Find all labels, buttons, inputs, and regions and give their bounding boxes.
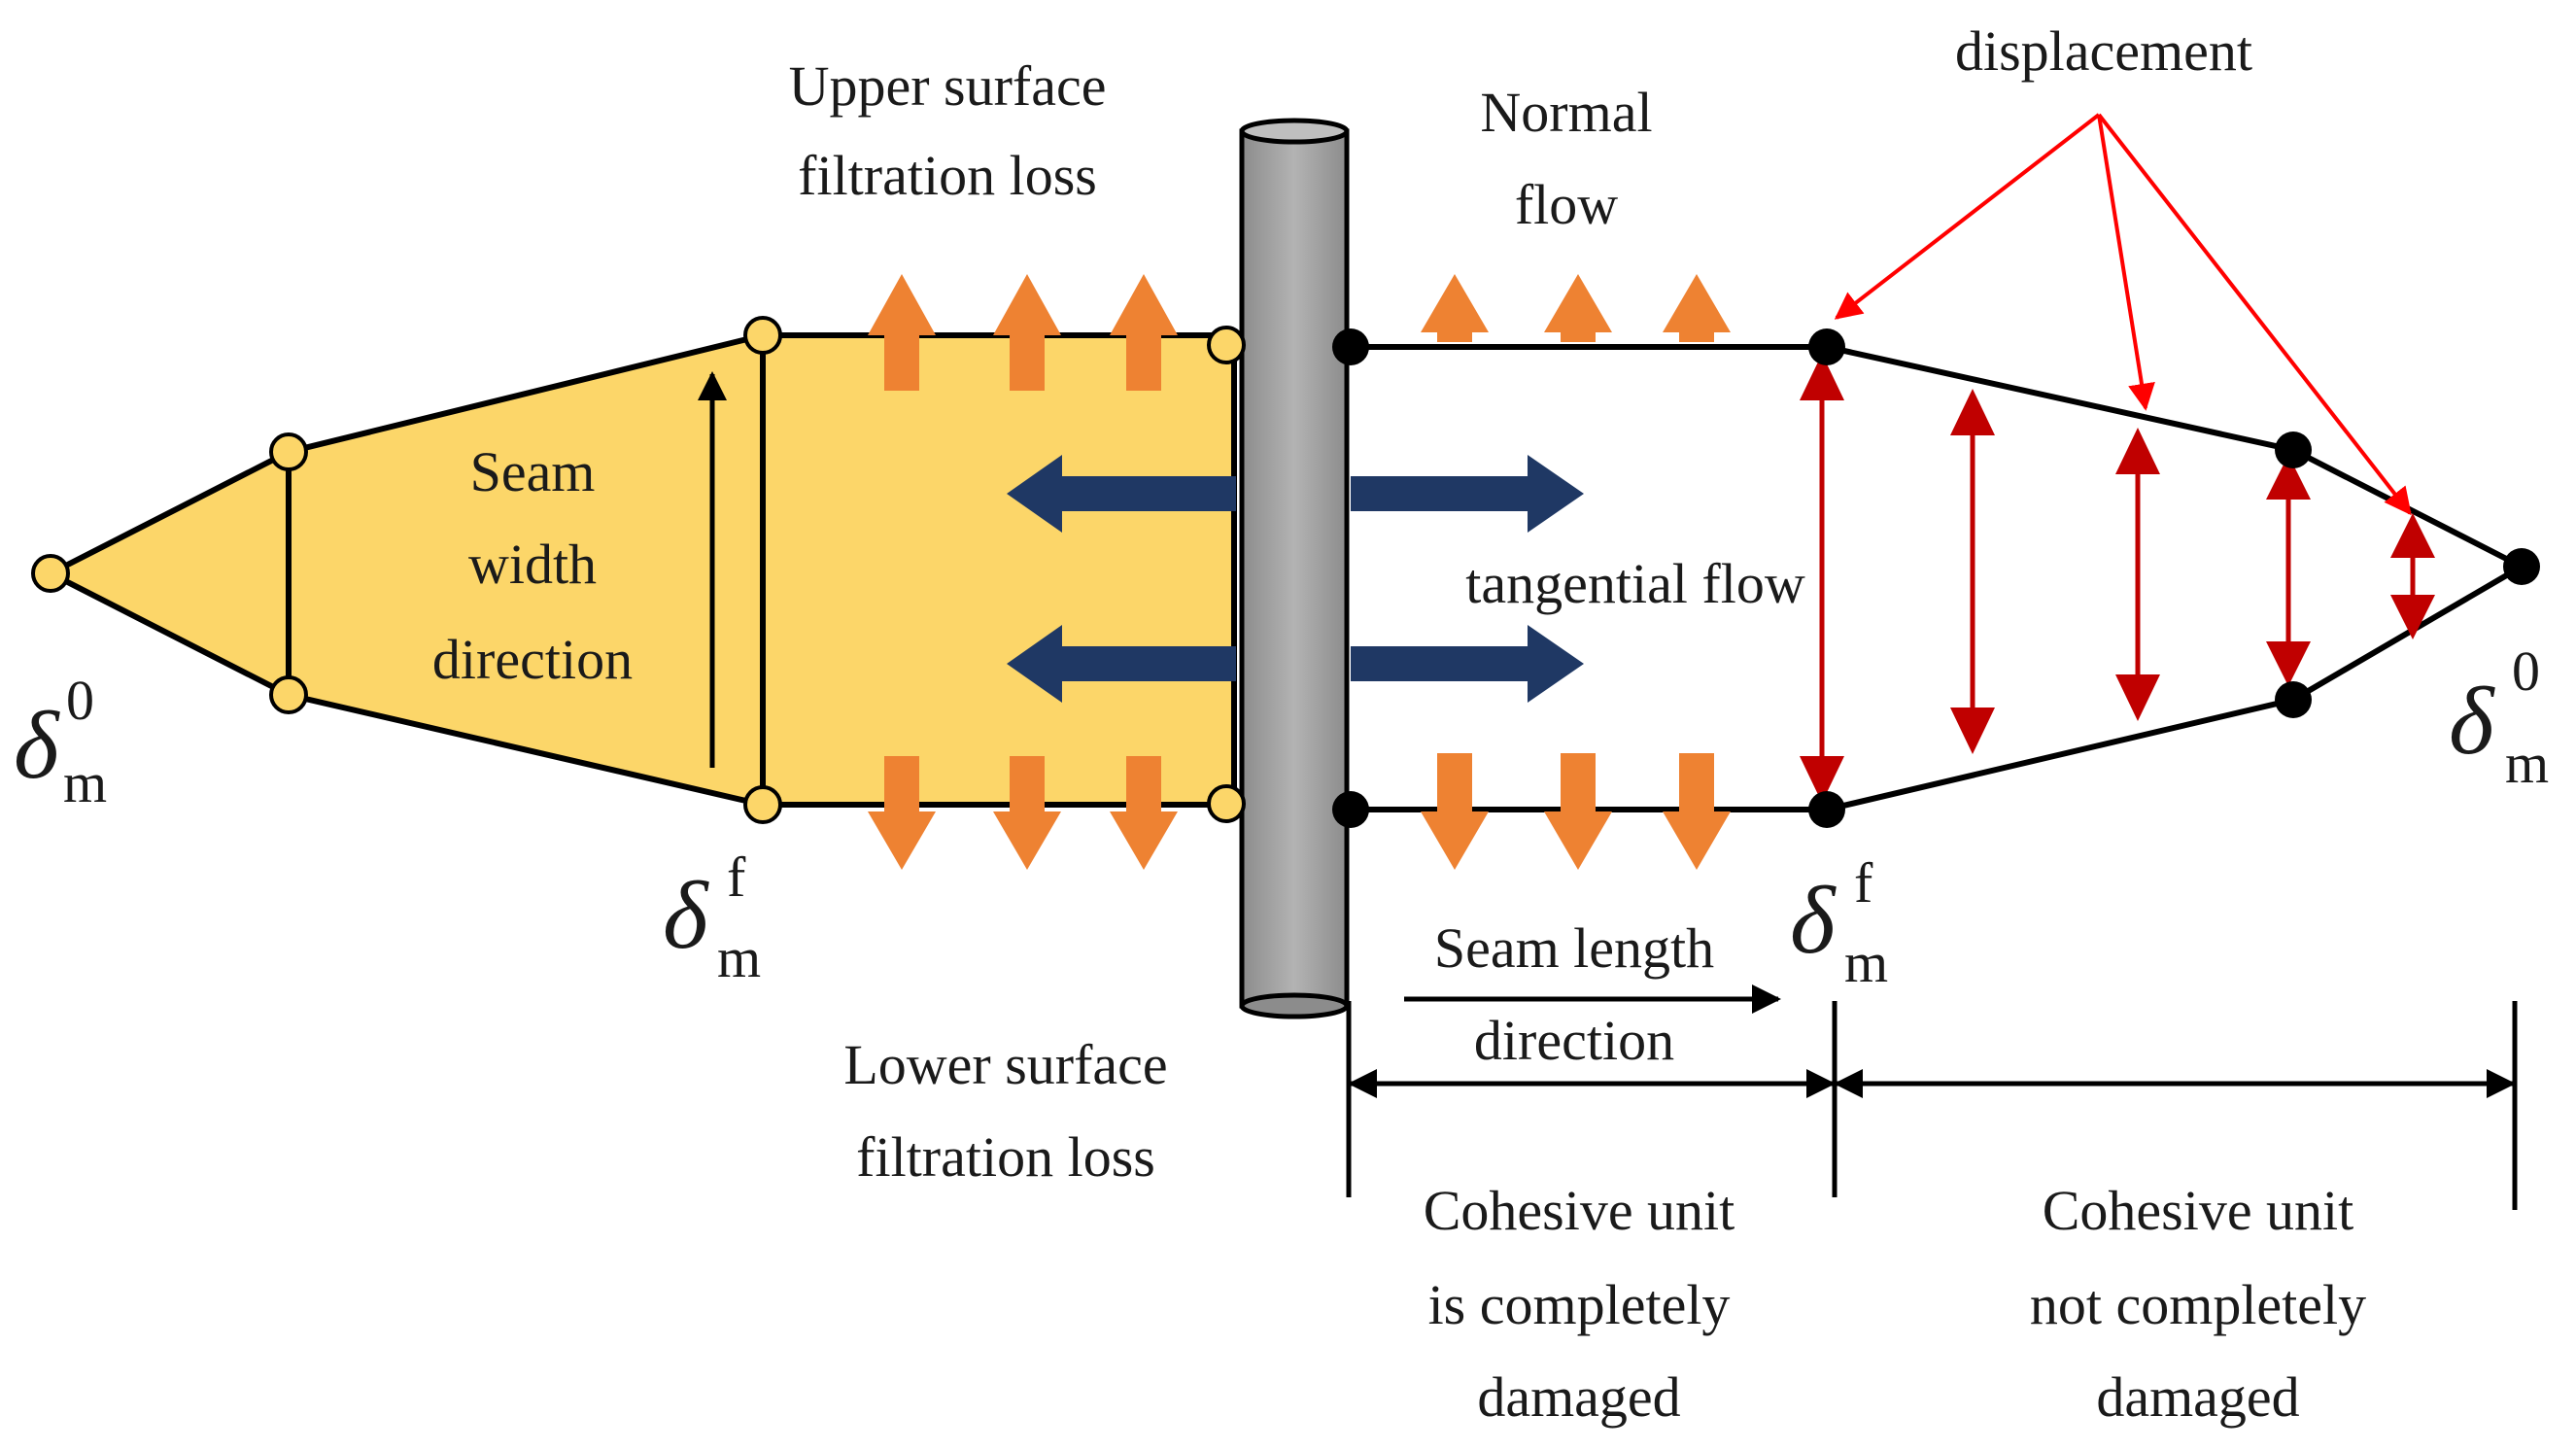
node-open [743,785,782,824]
svg-text:δ: δ [14,691,60,799]
normal-flow-label-line1: Normal [1480,81,1652,144]
node-solid [2275,432,2312,468]
leakoff-arrow-up [1663,274,1731,342]
upper-loss-label-line2: filtration loss [798,144,1097,207]
svg-text:δ: δ [2449,667,2495,775]
leakoff-arrow-down [1421,753,1489,870]
undamaged-label-line2: not completely [2030,1273,2366,1336]
node-solid [1808,791,1845,828]
svg-text:δ: δ [663,861,709,969]
solid-nodes [1332,328,2540,828]
svg-text:0: 0 [2512,639,2540,703]
seam-length-label-line2: direction [1474,1009,1674,1072]
leakoff-arrow-down [1110,756,1178,870]
normal-flow-label-line2: flow [1515,173,1618,236]
seam-length-label-line1: Seam length [1434,916,1714,980]
node-solid [2503,548,2540,585]
undamaged-label-line1: Cohesive unit [2043,1179,2354,1242]
svg-text:f: f [727,846,746,909]
leakoff-arrow-down [868,756,936,870]
delta-m0-right: δ 0 m [2449,639,2549,795]
svg-text:m: m [1844,931,1888,994]
lower-loss-label-line1: Lower surface [843,1033,1167,1096]
displacement-callout [1834,113,2412,516]
node-solid [1808,328,1845,365]
svg-text:f: f [1854,851,1873,915]
delta-m0-left: δ 0 m [14,669,107,814]
damaged-label-line3: damaged [1477,1365,1680,1429]
node-open [31,554,70,593]
tangential-arrow-right [1351,625,1584,703]
delta-mf-left: δ f m [663,846,761,989]
upper-loss-label-line1: Upper surface [789,54,1107,118]
displacement-arrows [1800,354,2435,803]
svg-text:m: m [717,926,761,989]
tangential-arrow-left [1007,455,1236,533]
seam-width-label-line3: direction [432,628,633,691]
open-nodes [31,316,1246,824]
node-solid [1332,328,1369,365]
dimension-lines [1346,1001,2518,1210]
tangential-arrow-left [1007,625,1236,703]
tangential-flow-label: tangential flow [1465,552,1805,615]
fracture-zone [44,332,1237,808]
leakoff-arrow-up [1544,274,1612,342]
svg-text:m: m [63,751,107,814]
node-solid [1332,791,1369,828]
svg-text:δ: δ [1790,866,1837,974]
undamaged-label-line3: damaged [2096,1365,2299,1429]
leakoff-arrow-up [1110,274,1178,391]
damaged-label-line2: is completely [1428,1273,1731,1336]
svg-text:0: 0 [66,669,94,732]
node-open [1207,326,1246,364]
node-open [269,432,308,471]
node-open [1207,784,1246,823]
leakoff-arrow-down [1663,753,1731,870]
leakoff-arrow-down [993,756,1061,870]
tangential-arrows [1007,455,1584,703]
displacement-label: displacement [1955,19,2252,83]
leakoff-arrow-up [868,274,936,391]
seam-width-label-line2: width [468,533,597,596]
node-open [743,316,782,355]
node-solid [2275,681,2312,718]
tangential-arrow-right [1351,455,1584,533]
leakoff-arrow-down [1544,753,1612,870]
lower-loss-label-line2: filtration loss [856,1125,1155,1189]
wellbore [1239,118,1350,1019]
node-open [269,675,308,714]
lower-leakoff-arrows [868,753,1731,870]
leakoff-arrow-up [993,274,1061,391]
seam-width-label-line1: Seam [470,440,596,503]
svg-text:m: m [2505,732,2549,795]
damaged-label-line1: Cohesive unit [1424,1179,1735,1242]
leakoff-arrow-up [1421,274,1489,342]
upper-leakoff-arrows [868,274,1731,391]
delta-mf-right: δ f m [1790,851,1888,994]
